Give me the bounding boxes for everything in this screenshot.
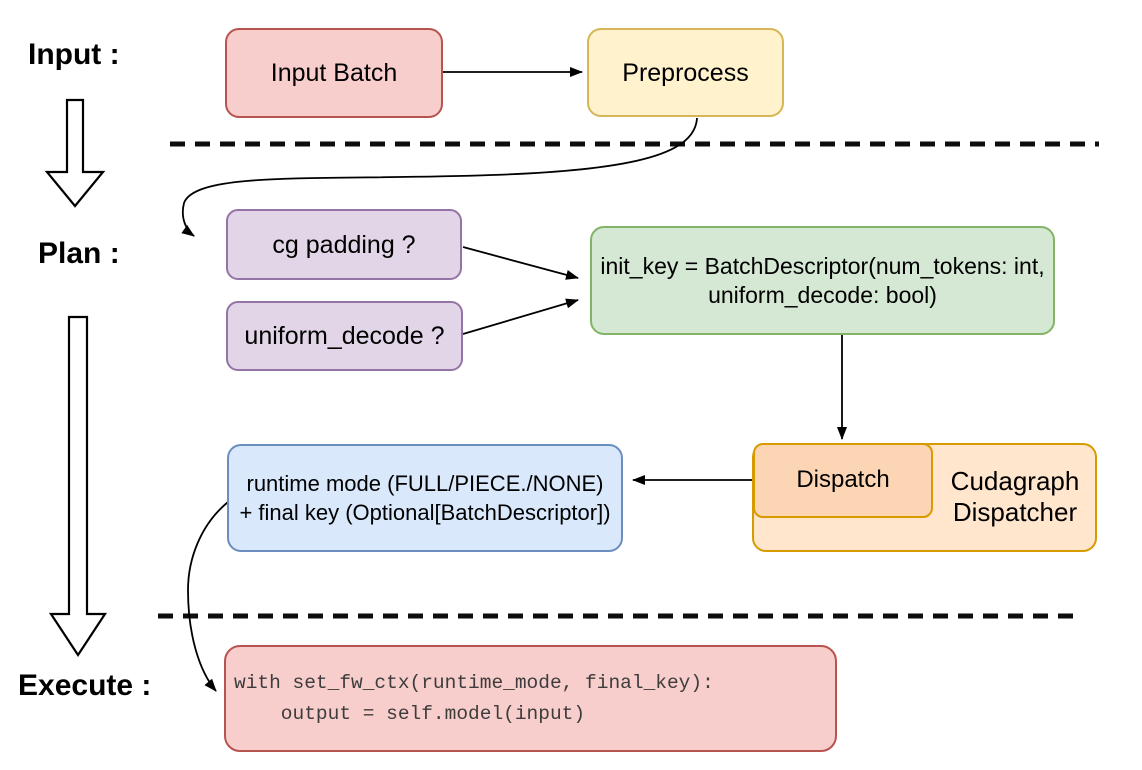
node-input-batch-label: Input Batch xyxy=(270,59,398,87)
phase-arrow-input-to-plan xyxy=(44,98,106,208)
arrow-runtime-mode-to-execute-code xyxy=(187,501,229,692)
node-runtime-mode-line2: + final key (Optional[BatchDescriptor]) xyxy=(239,500,611,525)
execute-code-line2: output = self.model(input) xyxy=(234,702,586,725)
node-execute-code: with set_fw_ctx(runtime_mode, final_key)… xyxy=(224,645,837,752)
node-dispatch: Dispatch xyxy=(753,443,933,518)
node-input-batch: Input Batch xyxy=(225,28,443,118)
cudagraph-label-line1: Cudagraph xyxy=(950,466,1080,496)
section-label-plan: Plan : xyxy=(38,237,120,270)
cudagraph-label-line2: Dispatcher xyxy=(952,497,1078,527)
node-init-key: init_key = BatchDescriptor(num_tokens: i… xyxy=(590,226,1055,335)
node-uniform-decode: uniform_decode ? xyxy=(226,301,463,371)
node-runtime-mode-line1: runtime mode (FULL/PIECE./NONE) xyxy=(246,471,604,496)
node-uniform-decode-label: uniform_decode ? xyxy=(244,322,445,350)
phase-arrow-plan-to-execute xyxy=(48,315,108,658)
node-cudagraph-dispatcher-label: Cudagraph Dispatcher xyxy=(933,466,1097,528)
section-label-execute: Execute : xyxy=(18,669,152,702)
node-cg-padding-label: cg padding ? xyxy=(272,230,416,259)
node-preprocess: Preprocess xyxy=(587,28,784,117)
arrow-uniform-decode-to-init-key xyxy=(462,298,579,335)
node-cg-padding: cg padding ? xyxy=(226,209,462,280)
arrow-cg-padding-to-init-key xyxy=(462,246,579,280)
node-dispatch-label: Dispatch xyxy=(796,466,890,494)
node-init-key-line2: uniform_decode: bool) xyxy=(708,281,937,308)
node-preprocess-label: Preprocess xyxy=(622,58,749,87)
node-runtime-mode: runtime mode (FULL/PIECE./NONE) + final … xyxy=(227,444,623,552)
node-init-key-line1: init_key = BatchDescriptor(num_tokens: i… xyxy=(600,252,1045,279)
section-label-input: Input : xyxy=(28,38,120,71)
execute-code-line1: with set_fw_ctx(runtime_mode, final_key)… xyxy=(234,671,714,694)
